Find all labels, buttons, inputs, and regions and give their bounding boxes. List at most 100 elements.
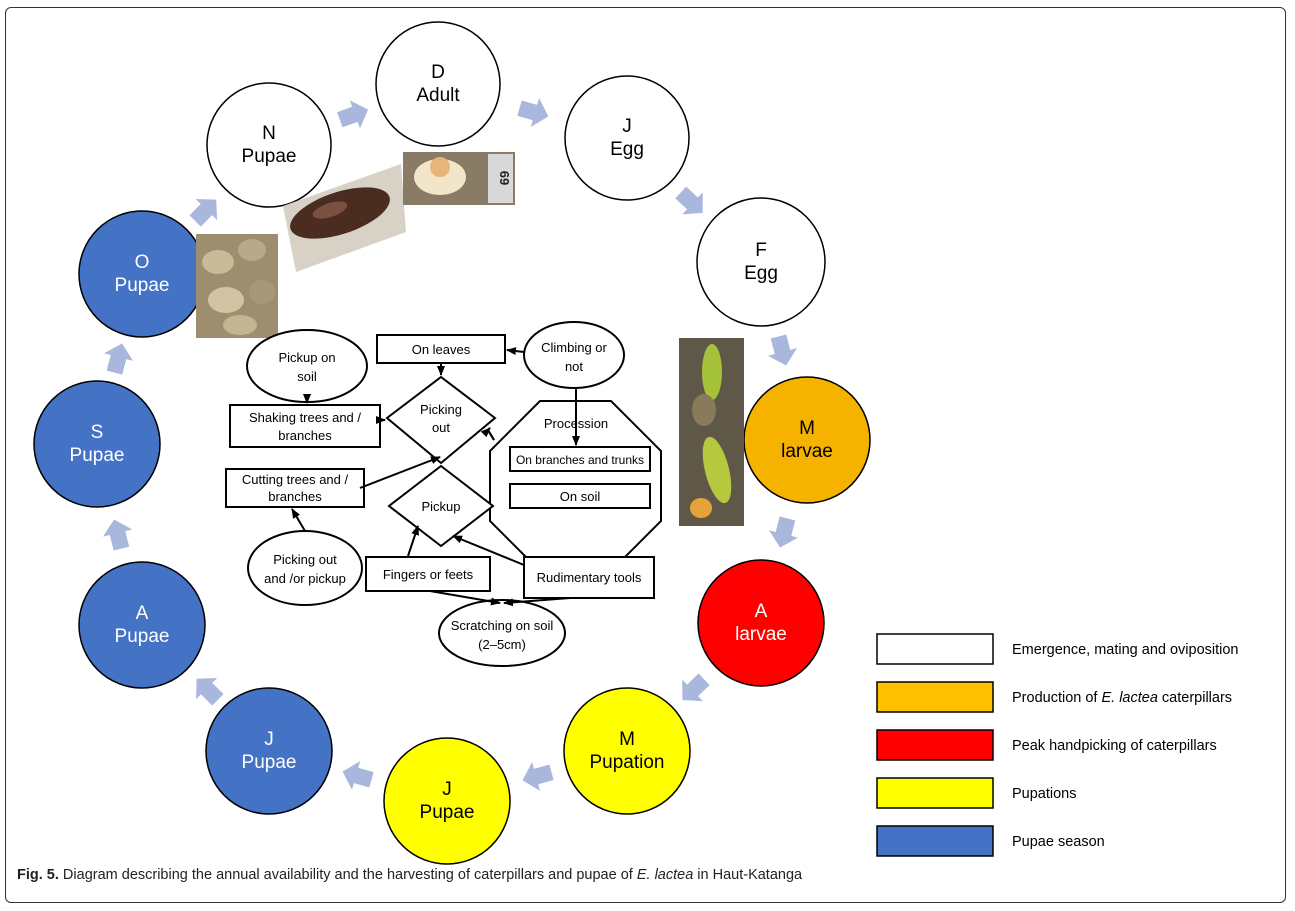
- cycle-arrow: [682, 673, 710, 702]
- month-circle: [375, 21, 501, 147]
- month-stage: Pupae: [242, 752, 297, 773]
- node-on-leaves-label: On leaves: [412, 342, 471, 357]
- node-cutting-line2: branches: [268, 489, 322, 504]
- month-circle: [563, 687, 691, 815]
- svg-text:branches: branches: [278, 428, 332, 443]
- legend-label-part: E. lactea: [1101, 690, 1157, 706]
- flow-connectors: [291, 347, 580, 607]
- month-circle: [78, 561, 206, 689]
- caption-text: Diagram describing the annual availabili…: [58, 867, 637, 883]
- legend-swatch: [876, 825, 994, 857]
- node-climbing-line2: not: [565, 359, 583, 374]
- cycle-arrows: [102, 98, 799, 791]
- cycle-arrow: [342, 761, 374, 790]
- month-stage: Pupation: [589, 752, 664, 773]
- month-circle: [205, 687, 333, 815]
- cycle-arrow: [196, 677, 224, 706]
- cycle-arrow: [337, 100, 369, 129]
- node-climbing: [523, 321, 625, 389]
- month-circle: [33, 380, 161, 508]
- node-climbing-line1: Climbing or: [541, 340, 607, 355]
- svg-text:Cutting trees and /: Cutting trees and /: [242, 472, 349, 487]
- cycle-arrow: [675, 186, 703, 215]
- node-picking-or-pickup-line2: and /or pickup: [264, 571, 346, 586]
- svg-text:not: not: [565, 359, 583, 374]
- month-letter: J: [622, 116, 632, 137]
- cycle-arrow: [102, 519, 133, 551]
- node-on-soil: [509, 483, 651, 509]
- cycle-arrow: [768, 516, 799, 548]
- cycle-arrow: [189, 199, 218, 227]
- legend-label: Production of E. lactea caterpillars: [1012, 690, 1232, 706]
- cycle-arrow: [767, 334, 798, 366]
- month-circle: [697, 559, 825, 687]
- month-stage: Egg: [744, 263, 778, 284]
- legend-label: Pupations: [1012, 786, 1077, 802]
- month-circle: [696, 197, 826, 327]
- month-circle: [78, 210, 206, 338]
- legend: Emergence, mating and ovipositionProduct…: [876, 633, 1239, 857]
- legend-label-part: caterpillars: [1158, 690, 1232, 706]
- node-cutting: [225, 468, 365, 508]
- svg-text:Scratching on soil: Scratching on soil: [451, 618, 554, 633]
- caption-fig-label: Fig. 5.: [17, 867, 59, 883]
- month-stage: larvae: [781, 441, 833, 462]
- legend-label-part: Production of: [1012, 690, 1101, 706]
- node-fingers: [365, 556, 491, 592]
- legend-swatch: [876, 681, 994, 713]
- figure-frame: [5, 7, 1286, 903]
- month-letter: N: [262, 123, 276, 144]
- month-stage: Pupae: [115, 626, 170, 647]
- svg-text:Shaking trees and /: Shaking trees and /: [249, 410, 361, 425]
- legend-swatch: [876, 633, 994, 665]
- harvest-flowchart: Pickup on soil Shaking trees and / branc…: [225, 321, 662, 667]
- svg-text:and /or pickup: and /or pickup: [264, 571, 346, 586]
- node-tools-label: Rudimentary tools: [537, 570, 642, 585]
- caterpillar-photo: [679, 338, 744, 526]
- svg-text:soil: soil: [297, 369, 317, 384]
- legend-label: Pupae season: [1012, 834, 1105, 850]
- svg-text:(2–5cm): (2–5cm): [478, 637, 526, 652]
- adult-moth-photo: 69: [403, 152, 515, 205]
- node-tools: [523, 556, 655, 599]
- node-shaking-line2: branches: [278, 428, 332, 443]
- pupa-photo: [283, 164, 406, 272]
- month-circle: [206, 82, 332, 208]
- node-on-soil-label: On soil: [560, 489, 601, 504]
- month-stage: Pupae: [242, 146, 297, 167]
- node-scratching-line2: (2–5cm): [478, 637, 526, 652]
- ruler-number: 69: [497, 171, 512, 185]
- node-on-branches: [509, 446, 651, 472]
- month-letter: S: [91, 422, 104, 443]
- month-letter: M: [799, 418, 815, 439]
- month-letter: O: [135, 252, 150, 273]
- legend-label: Peak handpicking of caterpillars: [1012, 738, 1217, 754]
- month-stage: Pupae: [115, 275, 170, 296]
- node-picking-or-pickup: [247, 530, 363, 606]
- month-letter: J: [442, 779, 452, 800]
- legend-swatch: [876, 729, 994, 761]
- node-picking-or-pickup-line1: Picking out: [273, 552, 337, 567]
- month-letter: J: [264, 729, 274, 750]
- legend-label: Emergence, mating and oviposition: [1012, 642, 1239, 658]
- node-pickup-on-soil-line2: soil: [297, 369, 317, 384]
- month-letter: F: [755, 240, 767, 261]
- node-picking-out-line2: out: [432, 420, 450, 435]
- month-stage: Egg: [610, 139, 644, 160]
- node-pickup-on-soil-line1: Pickup on: [278, 350, 335, 365]
- month-circle: [564, 75, 690, 201]
- node-picking-out: [385, 375, 497, 465]
- cycle-arrow: [522, 762, 554, 791]
- month-letter: A: [755, 601, 768, 622]
- month-stage: Pupae: [70, 445, 125, 466]
